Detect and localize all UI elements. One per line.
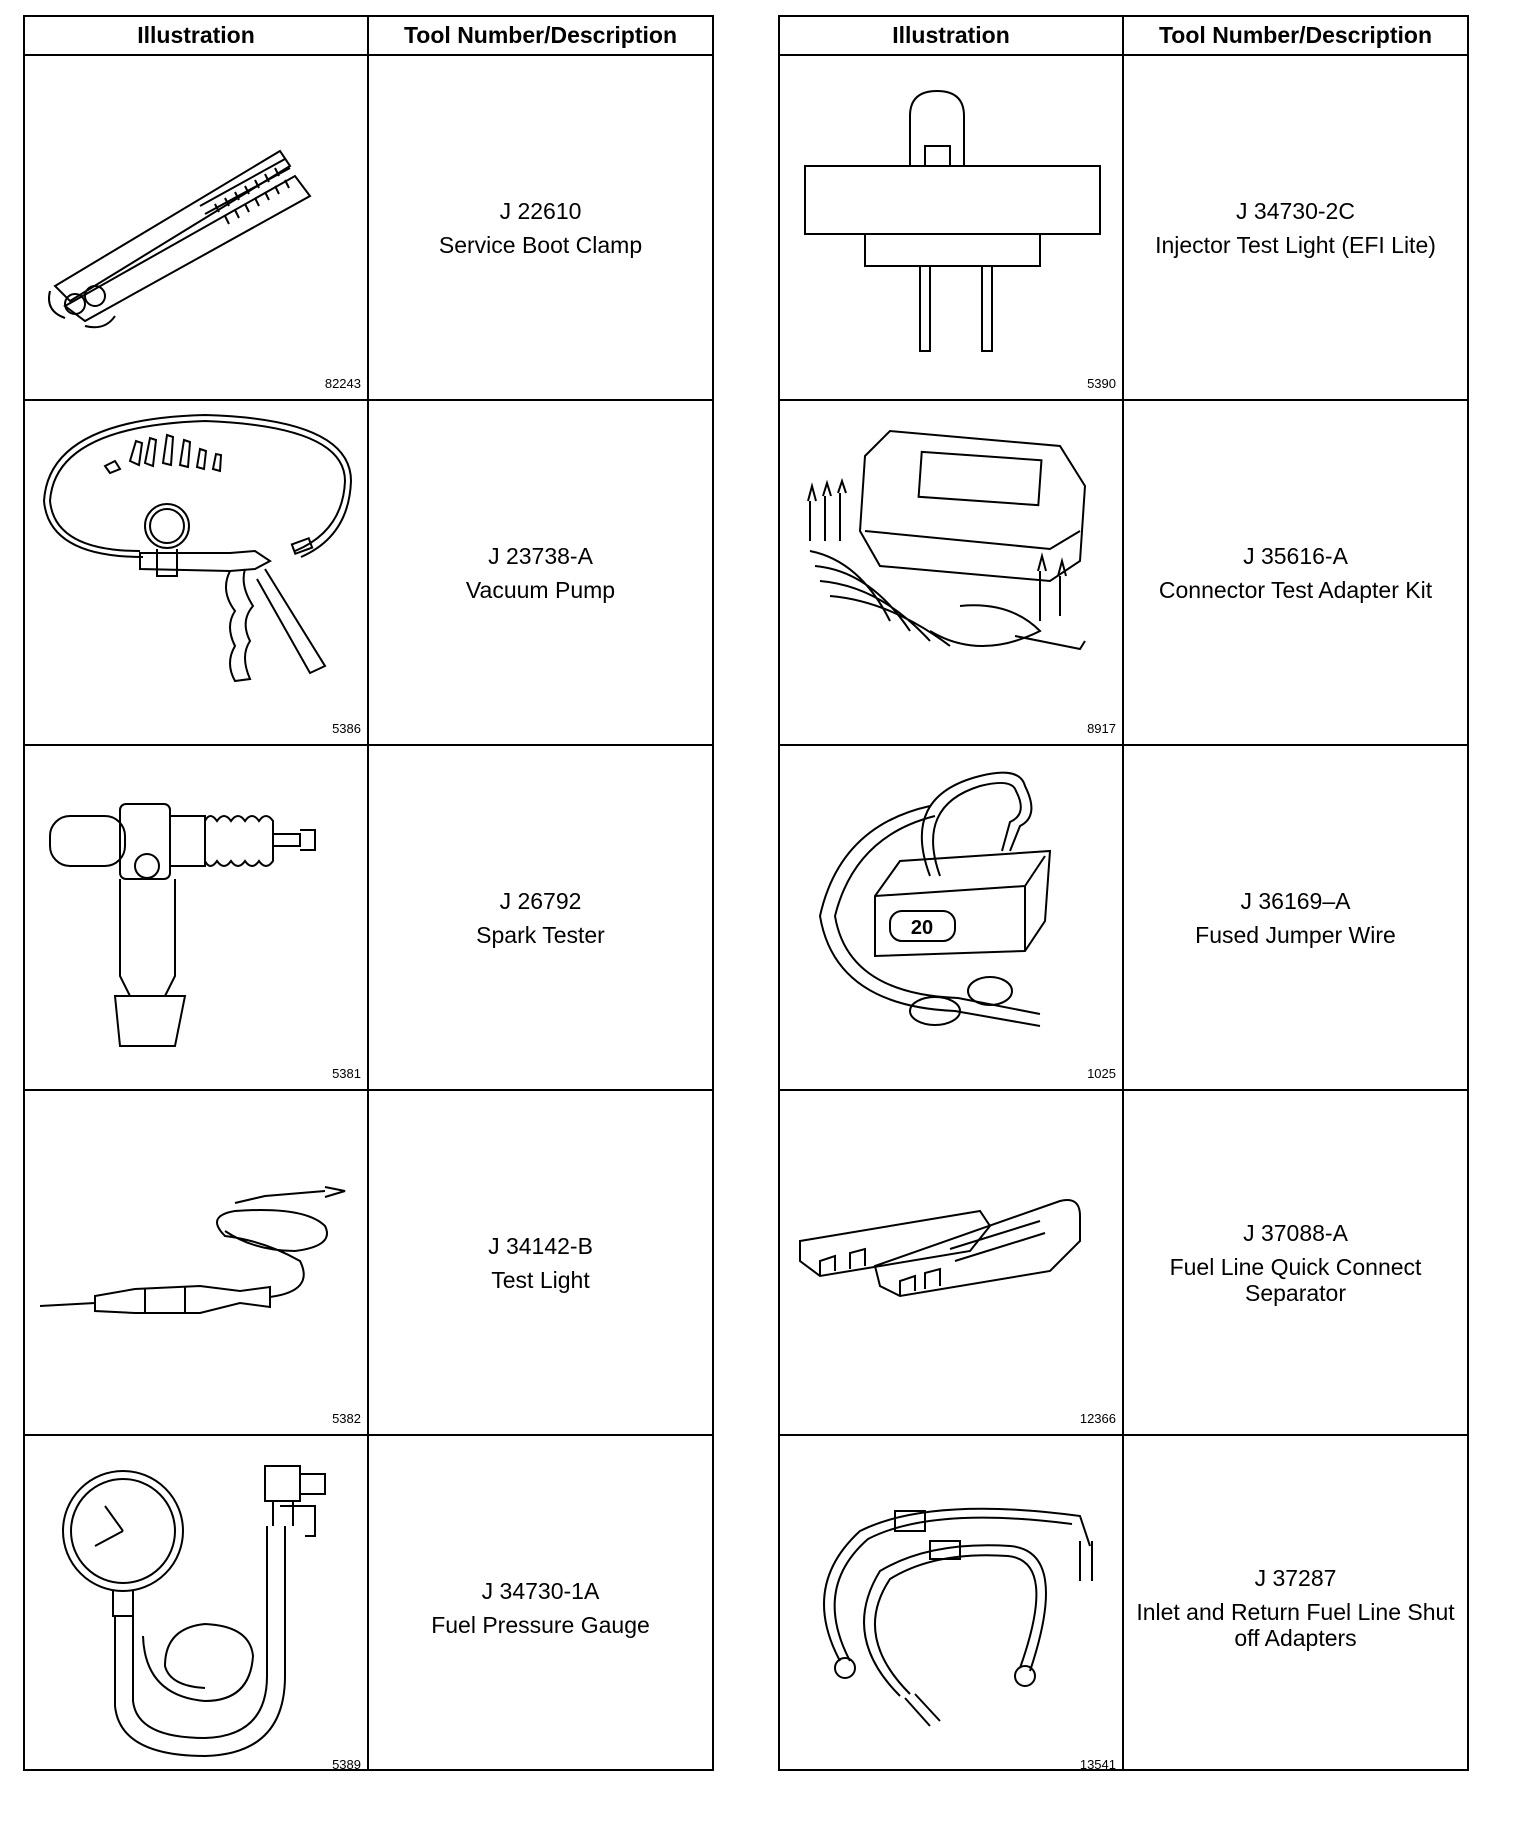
figure-number: 8917 xyxy=(1087,721,1116,736)
tool-description: Spark Tester xyxy=(476,921,605,948)
table-row: 82243 J 22610 Service Boot Clamp xyxy=(25,56,712,401)
fuse-label: 20 xyxy=(911,917,933,939)
vacuum-pump-icon: 5386 xyxy=(25,401,367,744)
tool-description: Fuel Line Quick Connect Separator xyxy=(1169,1253,1422,1306)
tool-description: Vacuum Pump xyxy=(465,576,616,603)
tool-table-right: Illustration Tool Number/Description 539… xyxy=(778,15,1469,1772)
table-row: 5386 J 23738-A Vacuum Pump xyxy=(25,401,712,746)
tool-number: J 37287 xyxy=(1254,1565,1337,1591)
figure-number: 5386 xyxy=(332,721,361,736)
tool-description: Service Boot Clamp xyxy=(438,231,643,258)
figure-number: 5389 xyxy=(332,1757,361,1772)
spark-tester-icon: 5381 xyxy=(25,746,367,1089)
column-divider xyxy=(367,17,369,1769)
table-row: 5389 J 34730-1A Fuel Pressure Gauge xyxy=(25,1436,712,1780)
fuel-pressure-gauge-icon: 5389 xyxy=(25,1436,367,1780)
injector-test-light-icon: 5390 xyxy=(780,56,1122,399)
table-row: 20 1025 J 36169–A Fused Jumper Wire xyxy=(780,746,1467,1091)
tool-table-left: Illustration Tool Number/Description 822… xyxy=(23,15,714,1772)
quick-connect-separator-icon: 12366 xyxy=(780,1091,1122,1434)
tool-description-cell: J 37088-A Fuel Line Quick Connect Separa… xyxy=(1124,1091,1467,1434)
tool-description-cell: J 37287 Inlet and Return Fuel Line Shut … xyxy=(1124,1436,1467,1780)
header-tool-description: Tool Number/Description xyxy=(1158,22,1433,48)
tool-number: J 37088-A xyxy=(1243,1219,1348,1246)
tool-description: Test Light xyxy=(491,1266,590,1293)
tool-number: J 34142-B xyxy=(488,1232,593,1259)
figure-number: 5381 xyxy=(332,1066,361,1081)
table-row: 5382 J 34142-B Test Light xyxy=(25,1091,712,1436)
figure-number: 5390 xyxy=(1087,376,1116,391)
header-illustration: Illustration xyxy=(137,22,255,48)
tool-description-cell: J 34730-1A Fuel Pressure Gauge xyxy=(369,1436,712,1780)
figure-number: 12366 xyxy=(1079,1411,1116,1426)
header-tool-description: Tool Number/Description xyxy=(403,22,678,48)
fused-jumper-wire-icon: 20 1025 xyxy=(780,746,1122,1089)
tool-description-cell: J 34730-2C Injector Test Light (EFI Lite… xyxy=(1124,56,1467,399)
header-illustration: Illustration xyxy=(892,22,1010,48)
tool-description: Injector Test Light (EFI Lite) xyxy=(1155,231,1436,258)
tool-number: J 36169–A xyxy=(1240,887,1351,914)
tool-number: J 22610 xyxy=(499,197,582,224)
tool-number: J 23738-A xyxy=(488,542,593,569)
tool-description-cell: J 26792 Spark Tester xyxy=(369,746,712,1089)
tool-description: Inlet and Return Fuel Line Shut off Adap… xyxy=(1136,1599,1455,1651)
boot-clamp-pliers-icon: 82243 xyxy=(25,56,367,399)
table-header: Illustration Tool Number/Description xyxy=(780,17,1467,56)
test-light-icon: 5382 xyxy=(25,1091,367,1434)
figure-number: 1025 xyxy=(1087,1066,1116,1081)
table-header: Illustration Tool Number/Description xyxy=(25,17,712,56)
tool-description-cell: J 34142-B Test Light xyxy=(369,1091,712,1434)
tool-description-cell: J 36169–A Fused Jumper Wire xyxy=(1124,746,1467,1089)
table-row: 5390 J 34730-2C Injector Test Light (EFI… xyxy=(780,56,1467,401)
figure-number: 5382 xyxy=(332,1411,361,1426)
tool-description-cell: J 35616-A Connector Test Adapter Kit xyxy=(1124,401,1467,744)
tool-description: Connector Test Adapter Kit xyxy=(1158,576,1433,603)
table-row: 12366 J 37088-A Fuel Line Quick Connect … xyxy=(780,1091,1467,1436)
connector-test-adapter-kit-icon: 8917 xyxy=(780,401,1122,744)
shutoff-adapters-icon: 13541 xyxy=(780,1436,1122,1780)
tool-description: Fuel Pressure Gauge xyxy=(431,1612,650,1638)
tool-description-cell: J 22610 Service Boot Clamp xyxy=(369,56,712,399)
tool-number: J 35616-A xyxy=(1243,542,1348,569)
figure-number: 82243 xyxy=(324,376,361,391)
column-divider xyxy=(1122,17,1124,1769)
tool-number: J 34730-2C xyxy=(1236,197,1355,224)
figure-number: 13541 xyxy=(1079,1757,1116,1772)
tool-description: Fused Jumper Wire xyxy=(1195,921,1396,948)
tool-number: J 26792 xyxy=(499,887,582,914)
table-row: 13541 J 37287 Inlet and Return Fuel Line… xyxy=(780,1436,1467,1780)
table-row: 8917 J 35616-A Connector Test Adapter Ki… xyxy=(780,401,1467,746)
tool-description-cell: J 23738-A Vacuum Pump xyxy=(369,401,712,744)
tool-number: J 34730-1A xyxy=(481,1578,600,1604)
table-row: 5381 J 26792 Spark Tester xyxy=(25,746,712,1091)
